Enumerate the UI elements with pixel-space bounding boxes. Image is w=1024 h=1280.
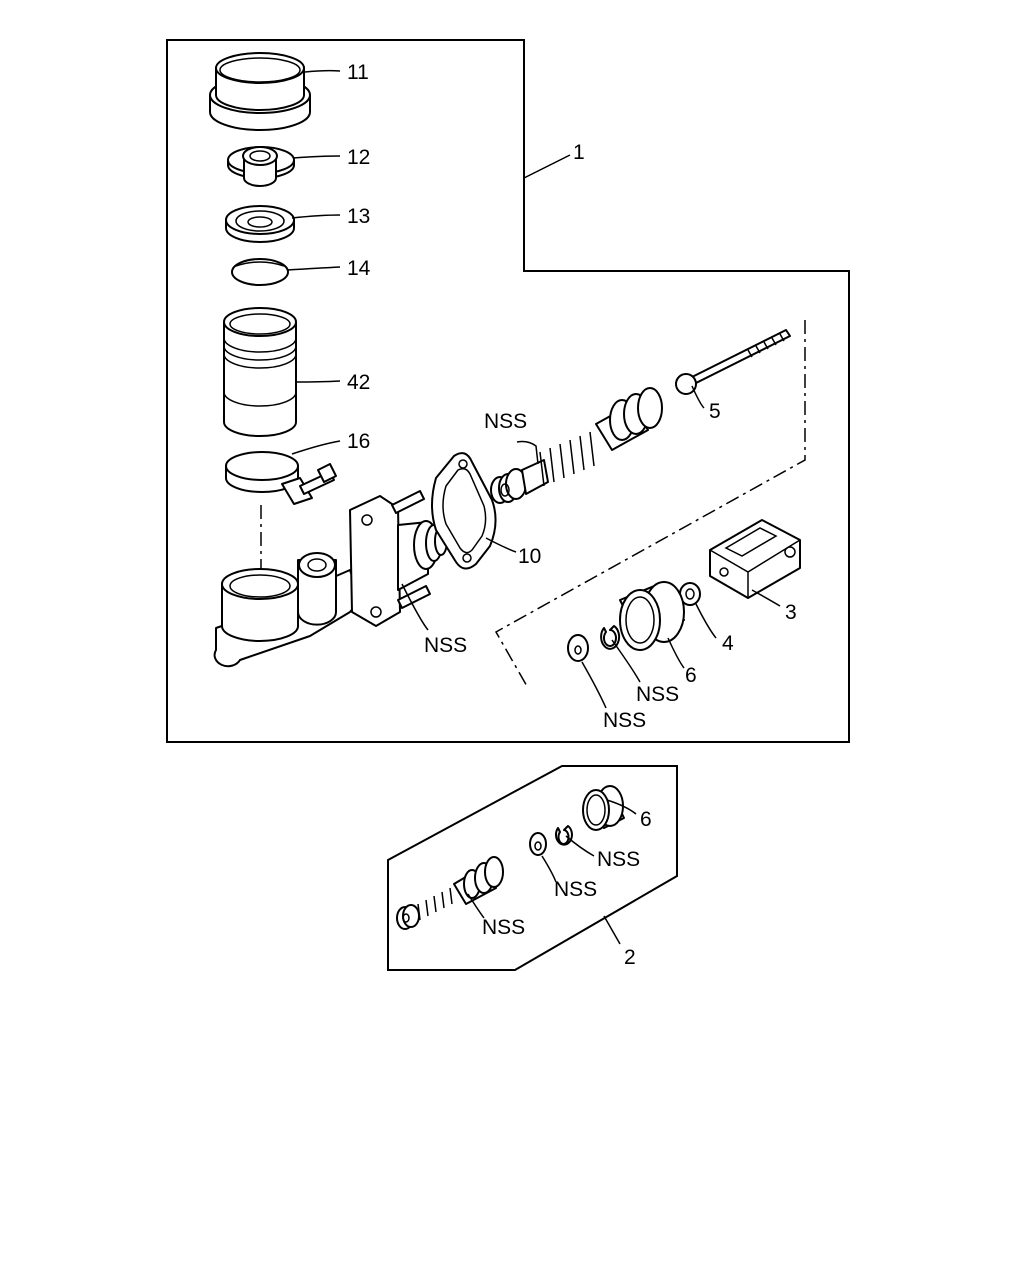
band-clamp-part [225,451,337,505]
callout-nss-piston: NSS [484,410,527,433]
callout-14: 14 [347,257,371,280]
diaphragm-part [227,146,295,187]
callout-12: 12 [347,146,370,169]
reservoir-cap-part [209,52,311,131]
callout-10: 10 [518,545,541,568]
washer-part [567,634,589,662]
callout-nss-snapring: NSS [636,683,679,706]
callout-1: 1 [573,141,585,164]
plate-part [225,205,295,243]
kit-piston-part [396,856,504,930]
callout-5: 5 [709,400,721,423]
callout-2: 2 [624,946,636,969]
callout-labels: 1 11 12 13 14 42 16 5 NSS 10 3 4 6 NSS N… [347,61,797,969]
callout-42: 42 [347,371,370,394]
callout-11: 11 [347,61,369,84]
callout-nss-kit-snapring: NSS [597,848,640,871]
assembly-frame-repair-kit [387,765,678,971]
float-part [231,258,289,286]
callout-nss-studs: NSS [424,634,467,657]
boot-part [619,581,685,651]
kit-boot-part [582,785,625,831]
callout-3: 3 [785,601,797,624]
kit-snap-ring-part [554,825,573,846]
push-rod-part [675,329,791,395]
reservoir-tank-part [223,307,297,437]
callout-nss-washer: NSS [603,709,646,732]
leader-lines [286,69,781,945]
callout-6-kit: 6 [640,808,652,831]
gasket-part [431,452,497,570]
assembly-frame-main [166,39,850,743]
callout-nss-kit-piston: NSS [482,916,525,939]
master-cylinder-body [213,490,448,668]
kit-washer-part [529,832,547,856]
callout-13: 13 [347,205,370,228]
callout-nss-kit-washer: NSS [554,878,597,901]
callout-4: 4 [722,632,734,655]
callout-6-main: 6 [685,664,697,687]
clevis-part [709,519,801,599]
callout-16: 16 [347,430,370,453]
piston-assembly-part [490,387,663,504]
